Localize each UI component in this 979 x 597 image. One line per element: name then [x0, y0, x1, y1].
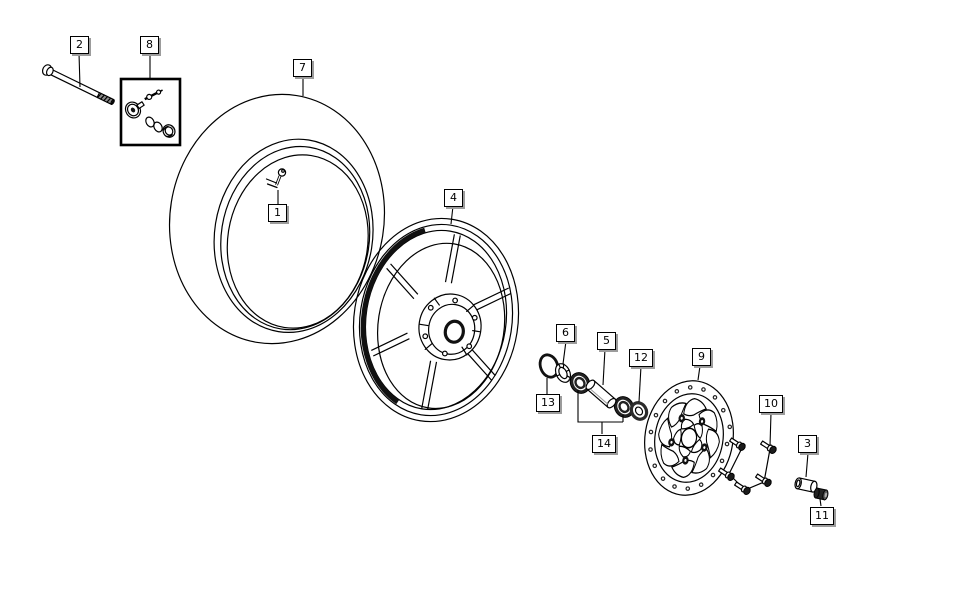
- callout-8[interactable]: 8: [140, 36, 159, 54]
- callout-13[interactable]: 13: [536, 394, 560, 412]
- callout-11[interactable]: 11: [810, 507, 834, 525]
- wheel-hub: [418, 293, 482, 361]
- leader-lines: [78, 52, 822, 507]
- callout-5[interactable]: 5: [597, 332, 616, 350]
- retainer-washer: [554, 363, 573, 383]
- wheel-bearing-left: [569, 372, 591, 394]
- o-ring: [538, 353, 560, 379]
- tire: [168, 93, 386, 345]
- spacer-bushing: [794, 477, 818, 493]
- disc-bolts: [718, 437, 777, 495]
- tube-valve: [265, 168, 287, 189]
- callout-14[interactable]: 14: [592, 435, 616, 453]
- disc-mount-holes: [668, 414, 708, 465]
- callout-3[interactable]: 3: [798, 435, 817, 453]
- wheel-spokes: [371, 234, 511, 410]
- callout-1[interactable]: 1: [268, 204, 287, 222]
- wheel-bearing-right: [613, 396, 635, 418]
- seal-ring: [629, 401, 649, 421]
- valve-kit-parts: [124, 89, 176, 138]
- callout-2[interactable]: 2: [70, 36, 89, 54]
- brake-disc: [644, 380, 734, 496]
- disc-cutouts: [658, 397, 720, 479]
- callout-4[interactable]: 4: [444, 189, 463, 207]
- callout-6[interactable]: 6: [556, 324, 575, 342]
- callout-10[interactable]: 10: [759, 395, 783, 413]
- valve-kit-box: [119, 77, 182, 147]
- front-wheel-rim: [352, 217, 520, 423]
- spacer-tube: [585, 379, 617, 409]
- callout-12[interactable]: 12: [629, 349, 653, 367]
- callout-9[interactable]: 9: [692, 348, 711, 366]
- axle-bolt: [41, 64, 115, 106]
- disc-drill-holes: [648, 385, 733, 491]
- callout-7[interactable]: 7: [293, 59, 312, 77]
- axle-cap-nut: [813, 487, 829, 501]
